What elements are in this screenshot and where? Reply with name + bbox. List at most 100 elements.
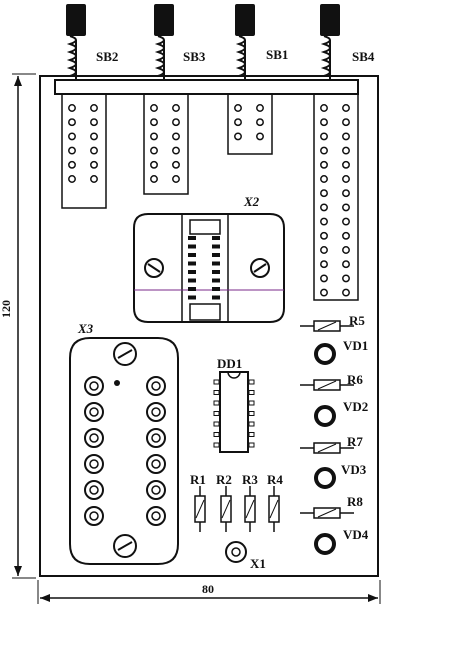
chip-pin bbox=[248, 390, 255, 395]
pad bbox=[342, 189, 350, 198]
x2-pin bbox=[212, 261, 220, 266]
label-r5: R5 bbox=[349, 313, 365, 328]
pad bbox=[68, 118, 76, 127]
chip-pin bbox=[248, 411, 255, 416]
x3-pin bbox=[84, 454, 104, 474]
pad-block bbox=[143, 93, 189, 195]
chip-pin bbox=[248, 379, 255, 385]
label-vd2: VD2 bbox=[343, 399, 369, 414]
x2-pin bbox=[188, 270, 196, 274]
pad bbox=[172, 146, 180, 155]
x3-pin-hole bbox=[89, 459, 99, 469]
x2-pin bbox=[188, 236, 196, 240]
x3-pin bbox=[84, 428, 104, 448]
pad bbox=[90, 118, 98, 127]
chip-pin bbox=[213, 379, 220, 385]
label-x3: X3 bbox=[78, 321, 94, 336]
chip-dd1 bbox=[213, 371, 255, 453]
pad bbox=[320, 104, 328, 112]
pad bbox=[342, 217, 350, 226]
chip-pin bbox=[213, 421, 220, 427]
pad bbox=[172, 104, 180, 112]
x3-pin-hole bbox=[89, 407, 99, 417]
pad bbox=[150, 104, 158, 112]
pad bbox=[90, 175, 98, 183]
chip-pin bbox=[213, 432, 220, 437]
resistors-vertical bbox=[194, 486, 280, 532]
x3-pin-hole bbox=[89, 381, 99, 391]
x3-pin bbox=[84, 376, 104, 396]
pad bbox=[320, 175, 328, 183]
pad bbox=[172, 132, 180, 141]
label-height: 120 bbox=[0, 300, 13, 318]
pad bbox=[256, 118, 264, 127]
pad bbox=[342, 118, 350, 127]
resistors-horizontal bbox=[300, 320, 354, 519]
pad bbox=[342, 274, 350, 283]
label-r6: R6 bbox=[347, 372, 363, 387]
x2-pin bbox=[188, 287, 196, 291]
pad bbox=[90, 104, 98, 112]
x3-pin bbox=[84, 480, 104, 500]
led bbox=[314, 405, 336, 427]
pad bbox=[68, 146, 76, 155]
chip-pin bbox=[248, 400, 255, 406]
x3-pin bbox=[84, 506, 104, 526]
x3-pin-hole bbox=[151, 407, 161, 417]
resistor-mark bbox=[317, 321, 337, 331]
pad bbox=[342, 146, 350, 155]
button-sb4 bbox=[320, 4, 340, 80]
x3-pin-hole bbox=[151, 485, 161, 495]
pad-block bbox=[313, 93, 359, 301]
led bbox=[314, 343, 336, 365]
x3-pin bbox=[146, 376, 166, 396]
label-dd1: DD1 bbox=[217, 356, 243, 371]
board-outline bbox=[39, 75, 379, 577]
pad bbox=[234, 104, 242, 112]
x3-pin bbox=[146, 480, 166, 500]
pad bbox=[150, 160, 158, 169]
button-sb1 bbox=[235, 4, 255, 80]
led bbox=[314, 533, 336, 555]
button-sb3 bbox=[154, 4, 174, 80]
x3-pin-hole bbox=[151, 511, 161, 521]
chip-pin bbox=[248, 442, 255, 448]
pad bbox=[150, 118, 158, 127]
x3-pin-hole bbox=[151, 433, 161, 443]
label-r8: R8 bbox=[347, 494, 363, 509]
label-x2: X2 bbox=[244, 194, 260, 209]
x2-pin bbox=[188, 261, 196, 266]
pad bbox=[172, 175, 180, 183]
pad-block bbox=[227, 93, 273, 155]
label-r2: R2 bbox=[216, 472, 232, 487]
label-width: 80 bbox=[202, 582, 214, 596]
pad bbox=[256, 132, 264, 141]
resistor-mark bbox=[195, 499, 205, 519]
label-vd4: VD4 bbox=[343, 527, 369, 542]
x2-pin bbox=[212, 236, 220, 240]
x2-pin bbox=[212, 270, 220, 274]
pad bbox=[342, 246, 350, 254]
chip-pin bbox=[248, 432, 255, 437]
x3-pin-hole bbox=[89, 511, 99, 521]
connector-x2 bbox=[133, 213, 285, 323]
x2-pin bbox=[188, 244, 196, 249]
x3-pin bbox=[146, 402, 166, 422]
dimension-width bbox=[37, 580, 381, 604]
pad bbox=[320, 118, 328, 127]
dimension-height bbox=[12, 73, 36, 579]
x3-pin bbox=[84, 402, 104, 422]
pad bbox=[320, 288, 328, 297]
pad bbox=[342, 175, 350, 183]
chip-pin bbox=[213, 442, 220, 448]
pad bbox=[342, 260, 350, 269]
resistor-mark bbox=[221, 499, 231, 519]
pad-block bbox=[61, 93, 107, 209]
label-r3: R3 bbox=[242, 472, 258, 487]
x2-pin bbox=[212, 244, 220, 249]
pad bbox=[68, 104, 76, 112]
x3-pin-hole bbox=[89, 485, 99, 495]
pad bbox=[320, 274, 328, 283]
chip-pin bbox=[213, 390, 220, 395]
pad bbox=[150, 146, 158, 155]
